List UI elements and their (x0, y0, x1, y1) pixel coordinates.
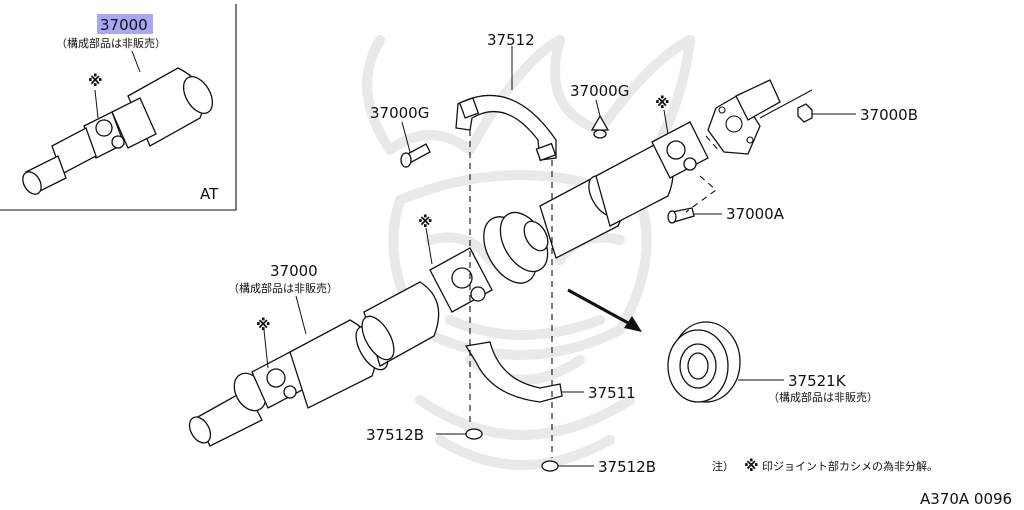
fasteners (400, 103, 813, 472)
inset-joint-mark: ※ (88, 72, 103, 90)
callout-37521K: 37521K (788, 372, 847, 390)
callout-37000-note: （構成部品は非販売） (228, 281, 338, 295)
inset-shaft (22, 67, 214, 195)
callout-37511: 37511 (588, 384, 636, 402)
direction-arrow (567, 288, 642, 332)
callout-37000G-right: 37000G (570, 82, 629, 100)
alignment-lines (469, 130, 721, 458)
main-propeller-shaft (188, 79, 813, 447)
center-bearing-brackets (455, 94, 563, 403)
damper-37521K (667, 321, 741, 403)
footnote-mark: ※ (744, 457, 759, 475)
callout-37000A: 37000A (726, 205, 785, 223)
inset-part-highlight (97, 14, 153, 34)
inset-variant-label: AT (200, 185, 219, 203)
callout-mark-flange: ※ (655, 94, 670, 112)
footnote: 注） ※ 印ジョイント部カシメの為非分解。 (712, 457, 938, 475)
figure-code: A370A 0096 (920, 490, 1012, 508)
callout-mark-center: ※ (418, 213, 433, 231)
callout-37512-top: 37512 (487, 31, 535, 49)
callout-37000-main: 37000 (270, 262, 318, 280)
callout-37000G-left: 37000G (370, 104, 429, 122)
callout-37000B: 37000B (860, 106, 918, 124)
callout-mark-front: ※ (256, 316, 271, 334)
inset-note: （構成部品は非販売） (56, 36, 166, 50)
footnote-text: 印ジョイント部カシメの為非分解。 (762, 459, 938, 473)
callout-37512B-left: 37512B (366, 426, 424, 444)
footnote-prefix: 注） (712, 459, 734, 473)
leader-lines (263, 46, 856, 467)
callout-37512B-right: 37512B (598, 458, 656, 476)
callout-37521K-note: （構成部品は非販売） (768, 390, 878, 404)
inset-at-variant: 37000 （構成部品は非販売） ※ AT (0, 4, 237, 211)
inset-part-number: 37000 (100, 16, 148, 34)
